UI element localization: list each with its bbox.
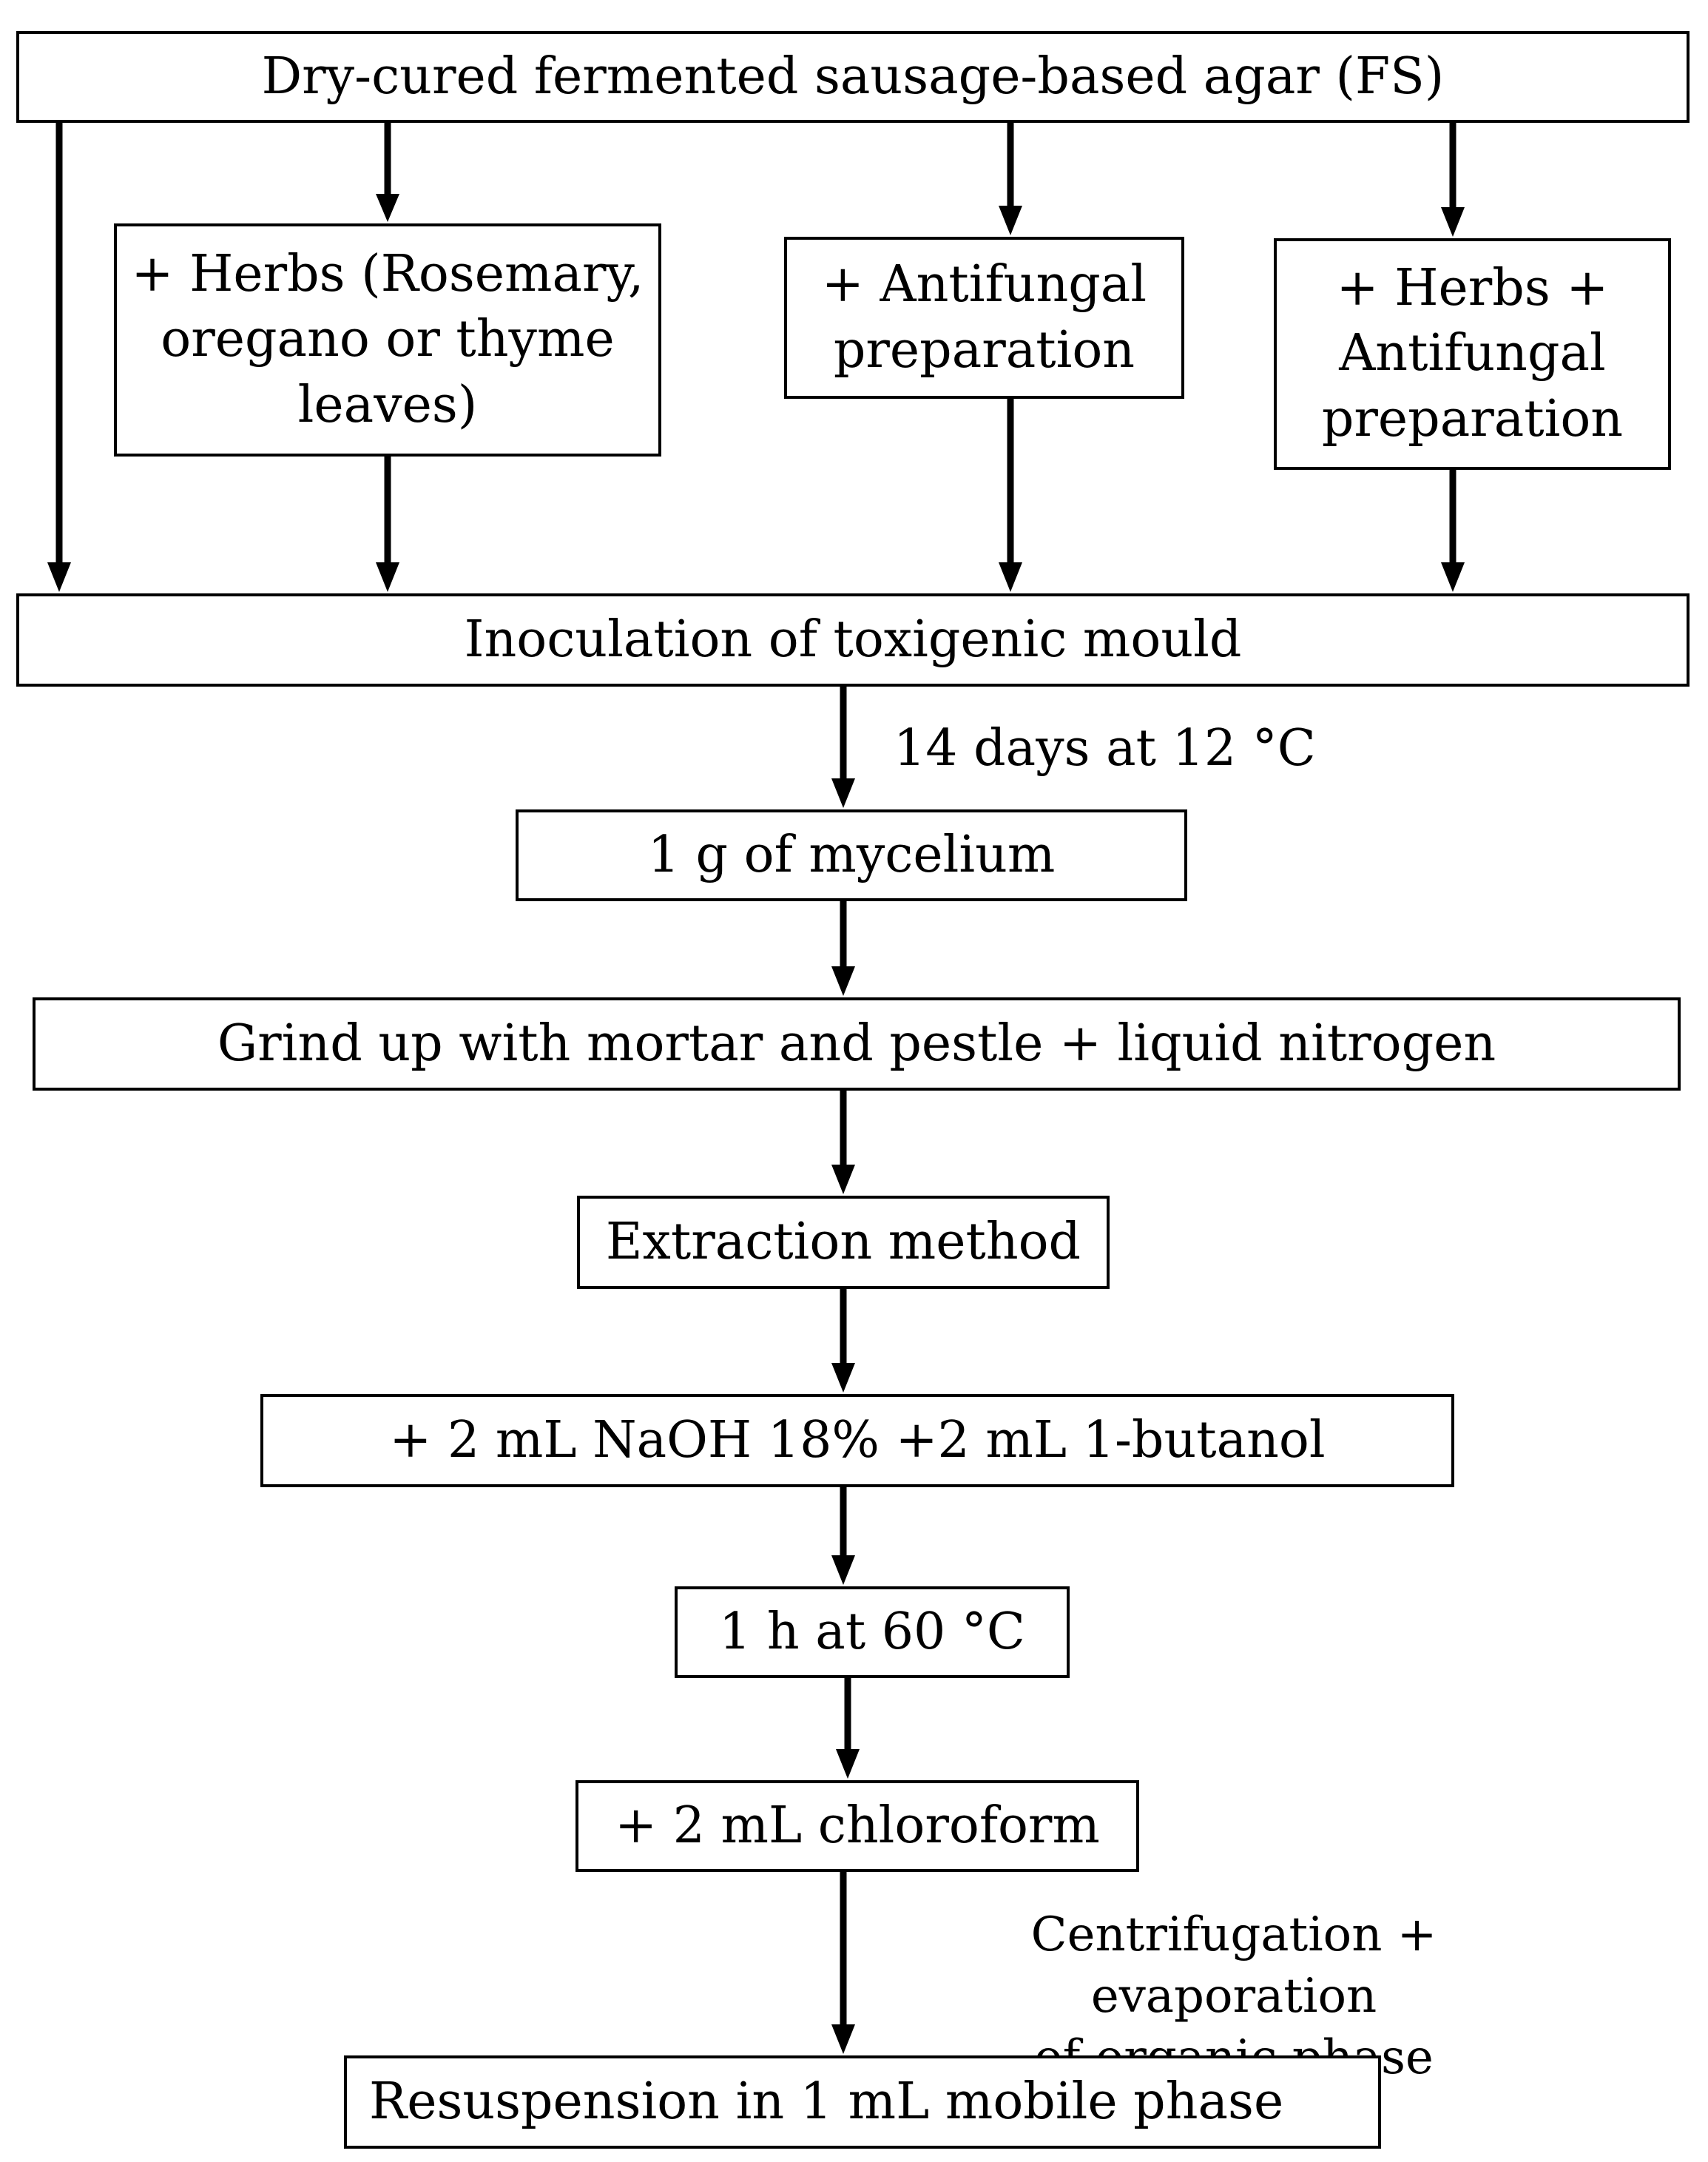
mycelium-box: 1 g of mycelium	[516, 809, 1187, 901]
arrow-mycelium-to-grind	[831, 901, 855, 996]
antifungal-box-text: + Antifungal preparation	[821, 255, 1147, 380]
inoculation-box-text: Inoculation of toxigenic mould	[464, 610, 1242, 669]
arrow-herbs-antifungal-to-inoculation	[1441, 470, 1465, 592]
herbs-antifungal-box: + Herbs + Antifungal preparation	[1274, 238, 1671, 470]
arrow-heat-to-chloroform	[836, 1678, 860, 1779]
herbs-antifungal-box-text: + Herbs + Antifungal preparation	[1321, 258, 1624, 448]
antifungal-box: + Antifungal preparation	[784, 237, 1184, 399]
mycelium-box-text: 1 g of mycelium	[647, 825, 1056, 884]
arrow-source-to-herbs	[376, 123, 399, 222]
arrow-antifungal-to-inoculation	[999, 399, 1022, 592]
arrow-source-to-antifungal	[999, 123, 1022, 235]
arrow-herbs-to-inoculation	[376, 457, 399, 592]
naoh-box-text: + 2 mL NaOH 18% +2 mL 1-butanol	[389, 1410, 1326, 1469]
herbs-box: + Herbs (Rosemary, oregano or thyme leav…	[114, 223, 661, 457]
arrow-extraction-to-naoh	[831, 1289, 855, 1392]
resuspension-box-text: Resuspension in 1 mL mobile phase	[369, 2072, 1284, 2131]
incubation-label: 14 days at 12 °C	[894, 719, 1316, 778]
heat-box-text: 1 h at 60 °C	[719, 1602, 1025, 1661]
arrow-source-to-herbs-antifungal	[1441, 123, 1465, 237]
arrow-grind-to-extraction	[831, 1091, 855, 1194]
resuspension-box: Resuspension in 1 mL mobile phase	[344, 2055, 1381, 2149]
grind-box-text: Grind up with mortar and pestle + liquid…	[217, 1014, 1496, 1073]
arrow-naoh-to-heat	[831, 1487, 855, 1585]
arrow-source-to-inoculation	[47, 123, 71, 592]
heat-box: 1 h at 60 °C	[675, 1586, 1070, 1678]
source-box-text: Dry-cured fermented sausage-based agar (…	[261, 47, 1445, 106]
inoculation-box: Inoculation of toxigenic mould	[16, 593, 1690, 687]
herbs-box-text: + Herbs (Rosemary, oregano or thyme leav…	[131, 244, 644, 434]
naoh-box: + 2 mL NaOH 18% +2 mL 1-butanol	[260, 1394, 1454, 1487]
chloroform-box-text: + 2 mL chloroform	[615, 1796, 1100, 1855]
chloroform-box: + 2 mL chloroform	[575, 1780, 1139, 1872]
source-box: Dry-cured fermented sausage-based agar (…	[16, 31, 1690, 123]
arrow-inoculation-to-mycelium	[831, 687, 855, 808]
extraction-box: Extraction method	[577, 1196, 1110, 1289]
extraction-box-text: Extraction method	[605, 1212, 1081, 1271]
grind-box: Grind up with mortar and pestle + liquid…	[33, 997, 1681, 1091]
arrow-chloroform-to-resuspension	[831, 1872, 855, 2054]
